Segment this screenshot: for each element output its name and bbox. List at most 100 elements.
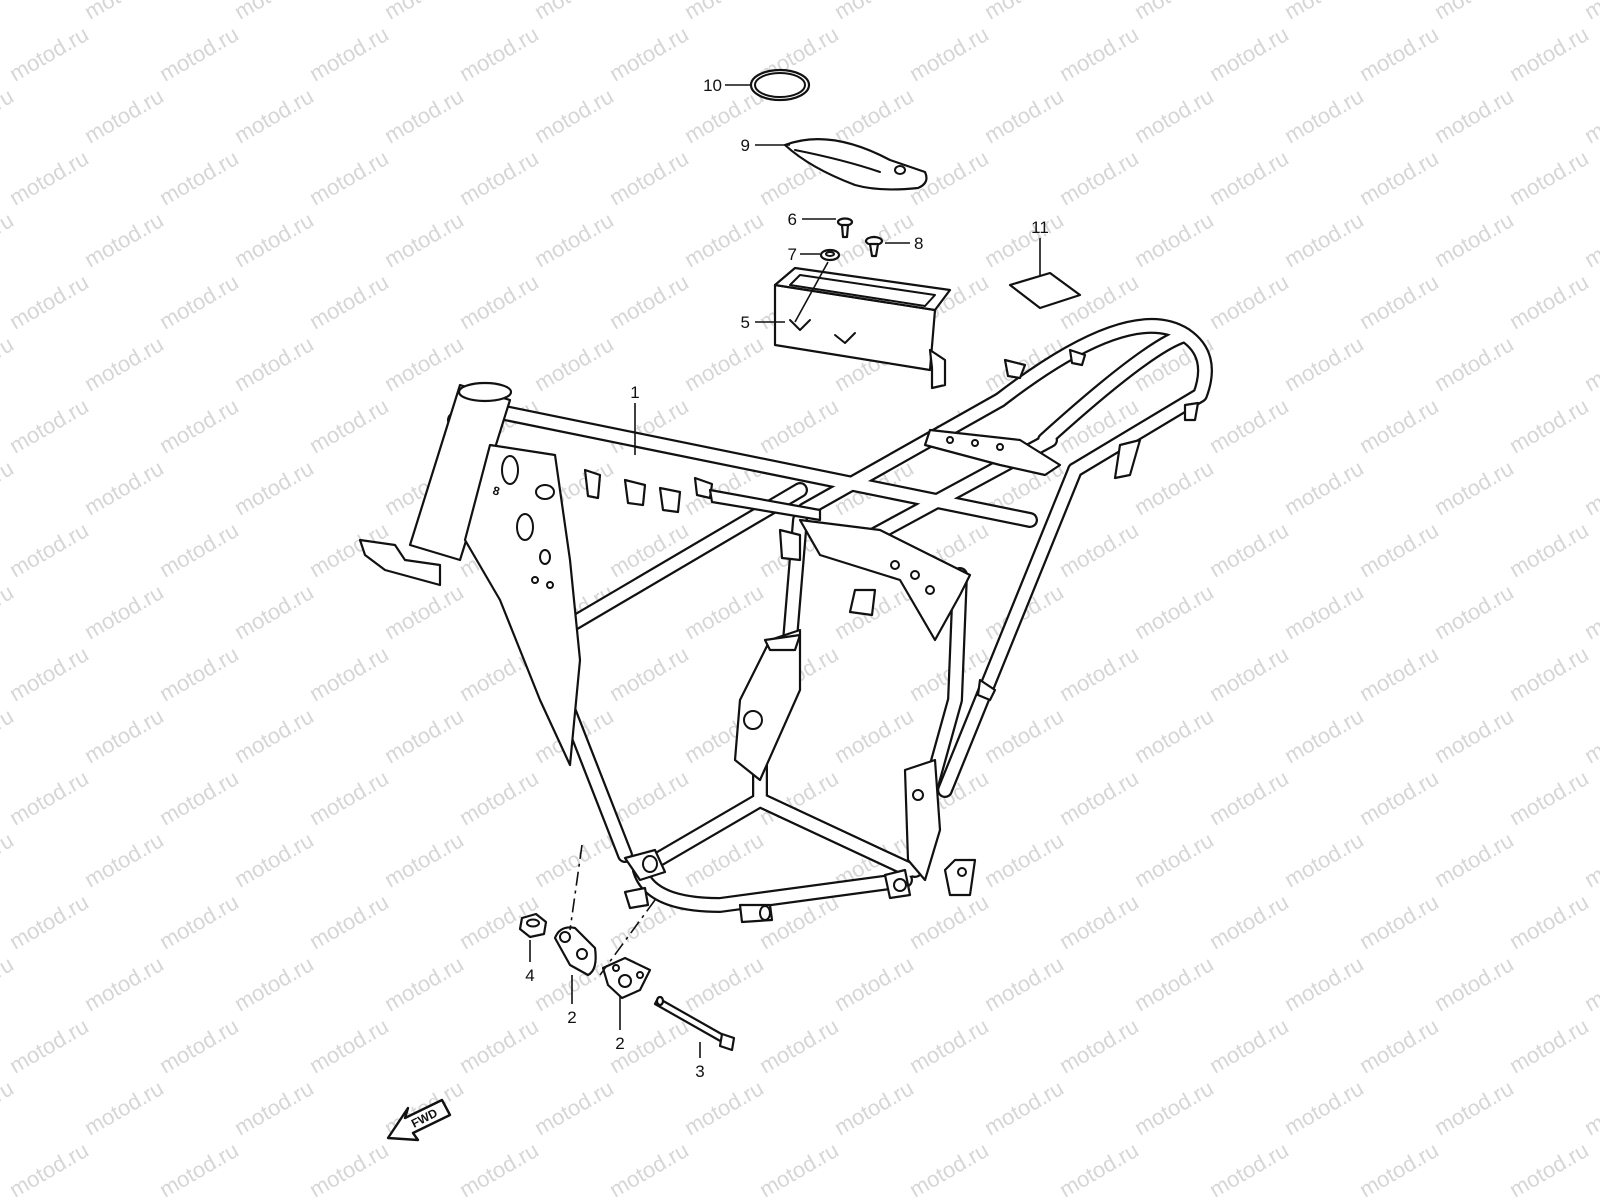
svg-text:8: 8 [491, 483, 501, 498]
mount-bolt[interactable] [653, 995, 736, 1052]
callout-9: 9 [741, 136, 750, 155]
watermark-text: motod.ru [155, 145, 243, 210]
watermark-text: motod.ru [1355, 765, 1443, 830]
cover[interactable] [783, 138, 928, 191]
watermark-text: motod.ru [530, 827, 618, 892]
watermark-text: motod.ru [230, 1075, 318, 1140]
watermark-text: motod.ru [1130, 83, 1218, 148]
watermark-text: motod.ru [980, 1075, 1068, 1140]
watermark-text: motod.ru [1205, 1137, 1293, 1200]
watermark-text: motod.ru [1205, 765, 1293, 830]
watermark-text: motod.ru [680, 951, 768, 1016]
watermark-text: motod.ru [1055, 765, 1143, 830]
watermark-text: motod.ru [155, 269, 243, 334]
watermark-text: motod.ru [1055, 1013, 1143, 1078]
watermark-text: motod.ru [1430, 455, 1518, 520]
watermark-text: motod.ru [530, 83, 618, 148]
watermark-text: motod.ru [1280, 703, 1368, 768]
watermark-text: motod.ru [455, 269, 543, 334]
watermark-text: motod.ru [680, 207, 768, 272]
tank-mount-tabs [583, 468, 822, 522]
engine-mount-bracket[interactable] [553, 926, 597, 977]
watermark-text: motod.ru [155, 889, 243, 954]
watermark-text: motod.ru [5, 1013, 93, 1078]
watermark-text: motod.ru [1055, 21, 1143, 86]
watermark-text: motod.ru [1280, 0, 1368, 24]
watermark-text: motod.ru [1280, 83, 1368, 148]
watermark-text: motod.ru [530, 0, 618, 24]
watermark-text: motod.ru [1355, 1013, 1443, 1078]
watermark-text: motod.ru [1430, 0, 1518, 24]
watermark-text: motod.ru [80, 83, 168, 148]
watermark-text: motod.ru [1580, 83, 1600, 148]
label[interactable] [1008, 271, 1082, 310]
watermark-text: motod.ru [755, 393, 843, 458]
watermark-text: motod.ru [1355, 145, 1443, 210]
watermark-text: motod.ru [605, 145, 693, 210]
watermark-text: motod.ru [755, 1137, 843, 1200]
callout-1: 1 [630, 383, 639, 402]
cushion[interactable] [819, 248, 841, 262]
watermark-text: motod.ru [830, 0, 918, 24]
watermark-text: motod.ru [0, 455, 18, 520]
engine-mount-bracket-right[interactable] [601, 956, 652, 1000]
watermark-text: motod.ru [230, 827, 318, 892]
watermark-text: motod.ru [1580, 951, 1600, 1016]
watermark-text: motod.ru [80, 455, 168, 520]
watermark-text: motod.ru [1280, 207, 1368, 272]
watermark-text: motod.ru [1055, 641, 1143, 706]
watermark-text: motod.ru [305, 641, 393, 706]
watermark-text: motod.ru [1580, 827, 1600, 892]
nut[interactable] [518, 912, 548, 939]
watermark-text: motod.ru [5, 641, 93, 706]
watermark-text: motod.ru [1505, 1137, 1593, 1200]
watermark-text: motod.ru [1430, 207, 1518, 272]
frame[interactable]: 8 [358, 317, 1213, 924]
watermark-text: motod.ru [380, 0, 468, 24]
lower-brackets [763, 588, 997, 897]
watermark-text: motod.ru [0, 0, 18, 24]
watermark-text: motod.ru [1130, 207, 1218, 272]
bolt[interactable] [864, 235, 884, 258]
swingarm-pivot-plate-right [903, 758, 942, 882]
callout-labels: 10 9 6 7 8 5 1 11 4 2 2 3 [525, 76, 1049, 1081]
watermark-text: motod.ru [1430, 83, 1518, 148]
watermark-text: motod.ru [230, 331, 318, 396]
watermark-text: motod.ru [980, 703, 1068, 768]
watermark-text: motod.ru [1355, 517, 1443, 582]
band[interactable] [749, 68, 811, 102]
watermark-text: motod.ru [5, 517, 93, 582]
watermark-text: motod.ru [5, 269, 93, 334]
watermark-text: motod.ru [1130, 703, 1218, 768]
watermark-text: motod.ru [1130, 0, 1218, 24]
watermark-text: motod.ru [755, 1013, 843, 1078]
watermark-text: motod.ru [905, 21, 993, 86]
watermark-text: motod.ru [530, 1075, 618, 1140]
watermark-text: motod.ru [305, 765, 393, 830]
watermark-text: motod.ru [5, 21, 93, 86]
watermark-text: motod.ru [1430, 331, 1518, 396]
watermark-text: motod.ru [1130, 455, 1218, 520]
watermark-text: motod.ru [1580, 207, 1600, 272]
watermark-text: motod.ru [980, 951, 1068, 1016]
watermark-text: motod.ru [1505, 517, 1593, 582]
screw[interactable] [836, 217, 854, 239]
watermark-text: motod.ru [1355, 1137, 1443, 1200]
watermark-text: motod.ru [905, 1137, 993, 1200]
callout-11: 11 [1031, 218, 1049, 237]
watermark-text: motod.ru [155, 393, 243, 458]
watermark-text: motod.ru [5, 889, 93, 954]
watermark-text: motod.ru [605, 269, 693, 334]
watermark-text: motod.ru [980, 83, 1068, 148]
watermark-text: motod.ru [155, 765, 243, 830]
watermark-text: motod.ru [1580, 331, 1600, 396]
callout-5: 5 [741, 313, 750, 332]
watermark-text: motod.ru [1430, 827, 1518, 892]
watermark-text: motod.ru [5, 393, 93, 458]
watermark-text: motod.ru [905, 1013, 993, 1078]
watermark-text: motod.ru [1205, 21, 1293, 86]
watermark-text: motod.ru [1280, 1075, 1368, 1140]
callout-4: 4 [525, 966, 534, 985]
callout-10: 10 [703, 76, 722, 95]
